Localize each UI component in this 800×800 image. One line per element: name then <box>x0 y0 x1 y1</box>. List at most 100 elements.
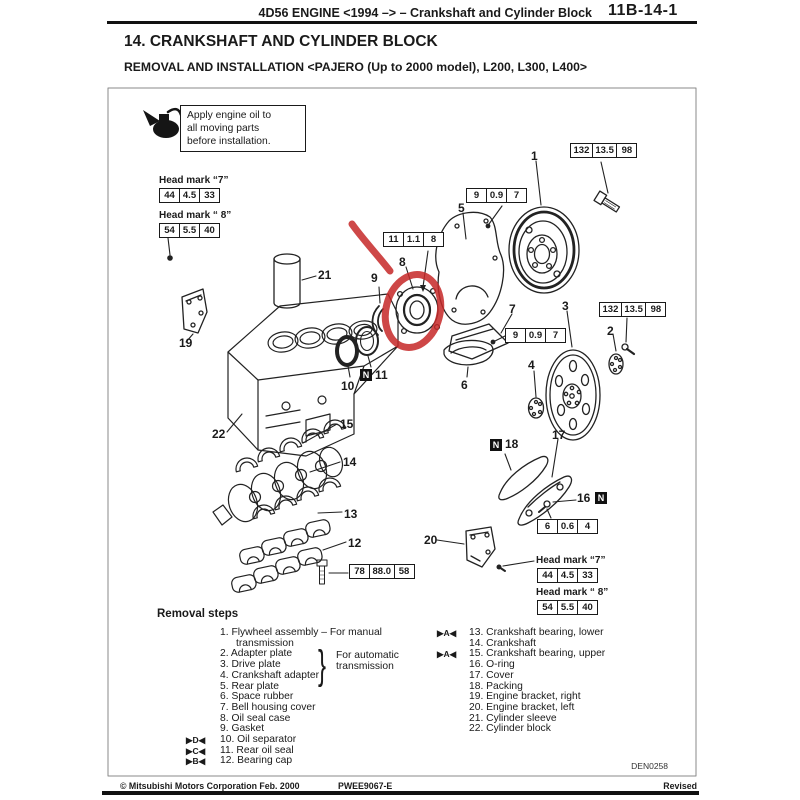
head-mark-value: 54 <box>538 601 558 614</box>
flywheel-bolt-drawing <box>593 190 621 213</box>
torque-spec-box: 11 1.1 8 <box>383 232 444 247</box>
removal-step: 17. Cover <box>437 670 514 682</box>
step-marker <box>186 724 220 735</box>
oil-separator-drawing <box>335 335 359 367</box>
torque-value: 9 <box>467 189 487 202</box>
rear-plate-drawing <box>435 211 505 325</box>
crankshaft-drawing <box>212 446 344 526</box>
part-callout-16: 16 <box>577 491 591 505</box>
note-line: all moving parts <box>187 123 260 134</box>
torque-value: 8 <box>430 234 437 245</box>
part-callout-2: 2 <box>607 324 614 338</box>
head-mark-value: 44 <box>160 189 180 202</box>
head-mark-value: 4.5 <box>180 189 200 202</box>
head-mark8-table-2: 54 5.5 40 <box>537 600 598 615</box>
removal-step: 21. Cylinder sleeve <box>437 713 557 725</box>
removal-step: 2. Adapter plate <box>186 648 292 660</box>
torque-spec-box: 132 13.5 98 <box>570 143 638 158</box>
oil-can-icon <box>143 107 183 138</box>
removal-step: 8. Oil seal case <box>186 713 291 725</box>
step-text: 21. Cylinder sleeve <box>469 713 557 724</box>
torque-value: 78 <box>350 565 370 578</box>
step-marker <box>186 692 220 703</box>
removal-step: 9. Gasket <box>186 723 264 735</box>
note-line: before installation. <box>187 136 271 147</box>
adapter-plate-drawing <box>608 343 636 375</box>
removal-step: 1. Flywheel assembly – For manual <box>186 627 382 639</box>
removal-step: 4. Crankshaft adapter <box>186 670 320 682</box>
removal-step: 22. Cylinder block <box>437 723 551 735</box>
auto-trans-brace: } <box>318 643 327 689</box>
packing-drawing <box>498 455 549 501</box>
step-marker <box>437 724 469 735</box>
step-text: transmission <box>236 638 294 649</box>
footer-bottom-rule <box>102 791 699 795</box>
oring-bolt-drawing <box>538 500 551 513</box>
torque-value: 13.5 <box>593 144 618 157</box>
head-mark-value: 4.5 <box>558 569 578 582</box>
bearing-lower-drawing <box>252 477 342 520</box>
part-callout-1: 1 <box>531 149 538 163</box>
part-callout-15: 15 <box>340 417 354 431</box>
part-callout-11: 11 <box>375 368 388 382</box>
step-text: 4. Crankshaft adapter <box>220 670 320 681</box>
space-rubber-drawing <box>443 339 494 366</box>
head-mark-value: 44 <box>538 569 558 582</box>
torque-spec-box: 9 0.9 7 <box>466 188 527 203</box>
removal-step: ▶B◀12. Bearing cap <box>186 755 292 767</box>
n-badge-18: N <box>490 439 502 451</box>
step-marker <box>186 703 220 714</box>
part-callout-17: 17 <box>552 428 566 442</box>
part-callout-18: 18 <box>505 437 519 451</box>
step-marker <box>437 703 469 714</box>
step-text: 3. Drive plate <box>220 659 281 670</box>
part-callout-6: 6 <box>461 378 468 392</box>
footer-doc-code: PWEE9067-E <box>338 781 393 791</box>
step-text: 15. Crankshaft bearing, upper <box>469 648 606 659</box>
head-mark-value: 40 <box>582 602 593 613</box>
footer-copyright: © Mitsubishi Motors Corporation Feb. 200… <box>120 781 300 791</box>
figure-code: DEN0258 <box>631 761 668 771</box>
step-marker <box>186 660 220 671</box>
head-mark-value: 5.5 <box>558 601 578 614</box>
crankshaft-adapter-drawing <box>527 397 545 419</box>
step-marker <box>186 649 220 660</box>
part-callout-9: 9 <box>371 271 378 285</box>
part-callout-7: 7 <box>509 302 516 316</box>
torque-value: 4 <box>584 521 591 532</box>
step-marker <box>437 660 469 671</box>
step-text: 20. Engine bracket, left <box>469 702 575 713</box>
step-marker: ▶A◀ <box>437 649 457 659</box>
header-rule <box>107 21 697 24</box>
torque-value: 7 <box>552 330 559 341</box>
step-text: 16. O-ring <box>469 659 515 670</box>
torque-spec-box: 9 0.9 7 <box>505 328 566 343</box>
part-callout-8: 8 <box>399 255 406 269</box>
head-mark8-label-2: Head mark “ 8” <box>536 587 609 598</box>
removal-step: 5. Rear plate <box>186 681 279 693</box>
step-marker: ▶D◀ <box>186 735 206 745</box>
part-callout-22: 22 <box>212 427 226 441</box>
step-marker: ▶A◀ <box>437 628 457 638</box>
removal-step: 3. Drive plate <box>186 659 281 671</box>
header-page-code: 11B-14-1 <box>608 2 678 19</box>
head-mark-value: 33 <box>204 190 215 201</box>
note-line: Apply engine oil to <box>187 110 272 121</box>
removal-step: 19. Engine bracket, right <box>437 691 581 703</box>
torque-value: 9 <box>506 329 526 342</box>
removal-step: 18. Packing <box>437 681 523 693</box>
torque-value: 88.0 <box>370 565 395 578</box>
part-callout-20: 20 <box>424 533 438 547</box>
rear-oil-seal-drawing <box>355 326 379 356</box>
removal-step: 14. Crankshaft <box>437 638 536 650</box>
step-text: 8. Oil seal case <box>220 713 291 724</box>
footer-revised: Revised <box>663 781 697 791</box>
cover-drawing <box>517 475 573 526</box>
part-callout-4: 4 <box>528 358 535 372</box>
header-title: 4D56 ENGINE <1994 –> – Crankshaft and Cy… <box>258 6 592 20</box>
flywheel-drawing <box>508 206 580 294</box>
removal-step: 6. Space rubber <box>186 691 293 703</box>
bearing-upper-drawing <box>235 419 347 473</box>
step-text: 22. Cylinder block <box>469 723 551 734</box>
engine-bracket-right-drawing <box>181 288 208 334</box>
